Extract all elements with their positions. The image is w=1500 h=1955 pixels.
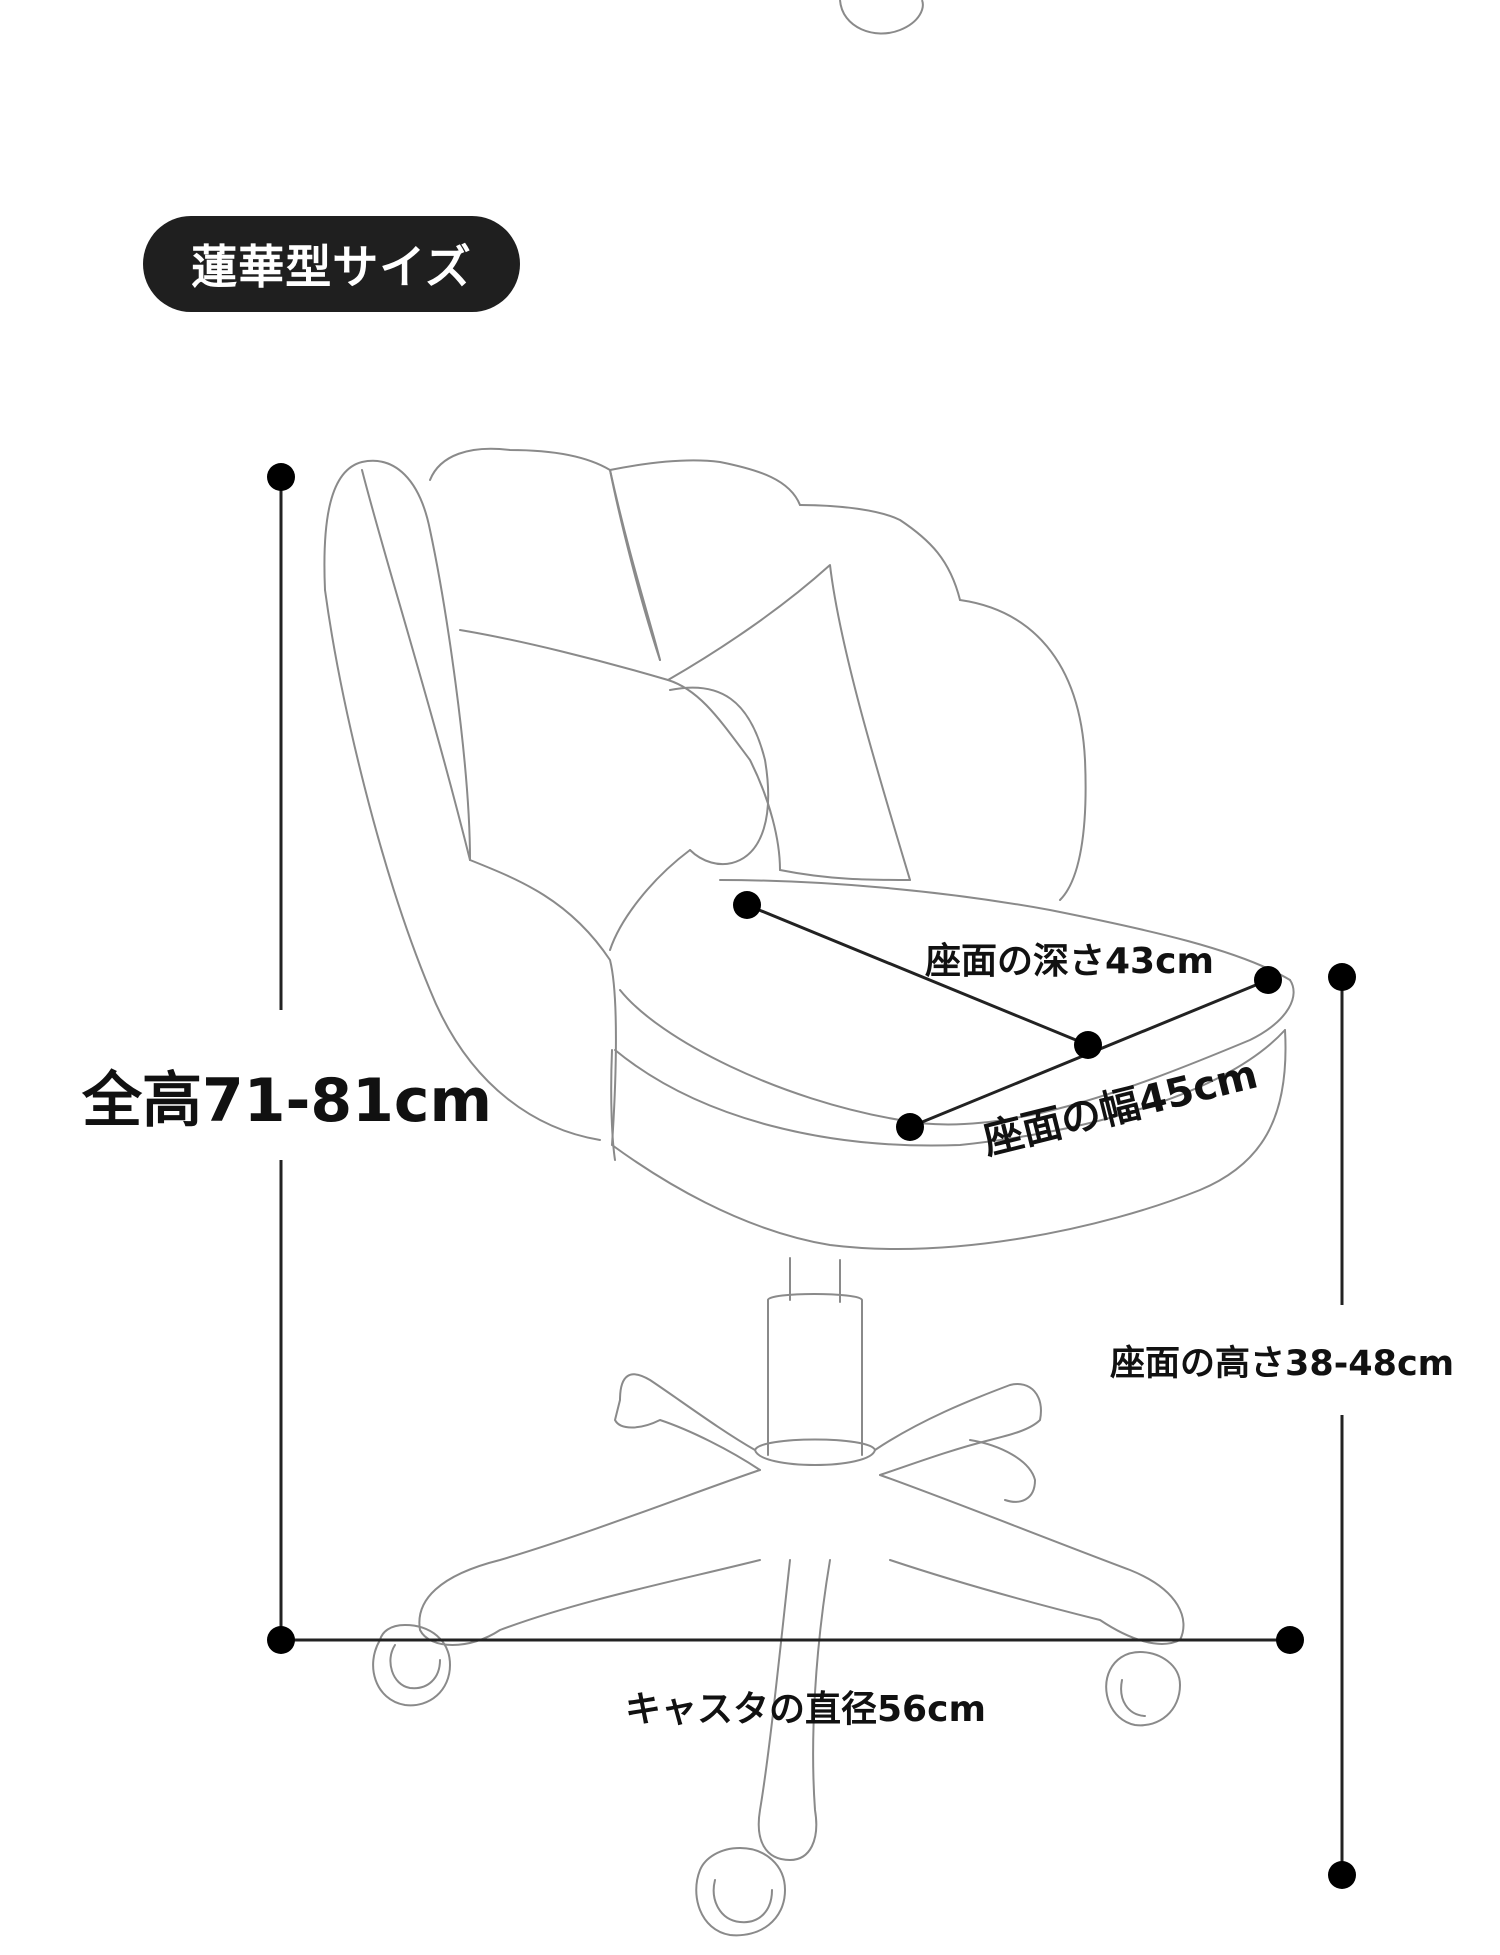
total-height-label: 全高71-81cm bbox=[82, 1066, 492, 1136]
seat-depth-label: 座面の深さ43cm bbox=[925, 941, 1214, 982]
caster-diameter-label: キャスタの直径56cm bbox=[625, 1689, 986, 1730]
title-badge: 蓮華型サイズ bbox=[143, 216, 520, 312]
dot-seat-depth-back bbox=[733, 891, 761, 919]
dot-seat-height-top bbox=[1328, 963, 1356, 991]
seat-height-label: 座面の高さ38-48cm bbox=[1110, 1344, 1455, 1384]
dot-base-right bbox=[1276, 1626, 1304, 1654]
dot-seat-width-right bbox=[1254, 966, 1282, 994]
dot-total-height-top bbox=[267, 463, 295, 491]
dimension-lines bbox=[279, 477, 1344, 1875]
seat-depth-line bbox=[746, 903, 1089, 1047]
chair-sketch bbox=[323, 447, 1295, 1937]
dot-base-left bbox=[267, 1626, 295, 1654]
top-wheel-fragment bbox=[839, 0, 924, 35]
dot-seat-height-bottom bbox=[1328, 1861, 1356, 1889]
dot-seat-width-left bbox=[896, 1113, 924, 1141]
dot-seat-depth-front bbox=[1074, 1031, 1102, 1059]
title-text: 蓮華型サイズ bbox=[191, 240, 472, 294]
endpoint-dots bbox=[267, 463, 1356, 1889]
